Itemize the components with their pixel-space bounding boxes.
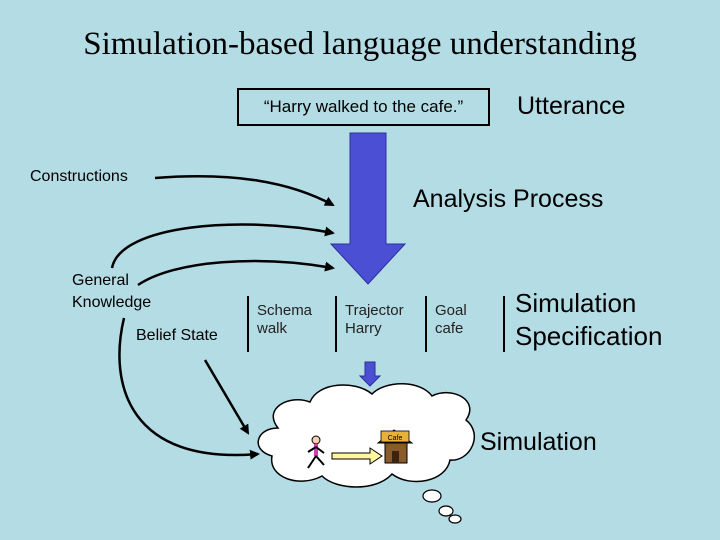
simulation-label: Simulation (480, 428, 597, 456)
knowledge-to-simulation-arrow (118, 317, 260, 460)
constructions-label: Constructions (30, 168, 128, 185)
schema-slot: Schema walk (247, 296, 337, 352)
general-knowledge-label: General Knowledge (72, 272, 152, 311)
utterance-box: “Harry walked to the cafe.” (237, 88, 490, 126)
slot-role: Schema (257, 302, 313, 319)
page-title: Simulation-based language understanding (83, 26, 637, 62)
slot-value: cafe (435, 320, 464, 337)
cafe-sign (380, 430, 410, 443)
simulation-specification-label: Simulation Specification (515, 288, 663, 351)
slot-value: walk (257, 320, 288, 337)
analysis-arrow (329, 132, 407, 285)
cafe-sign-text: Cafe (388, 435, 403, 442)
spec-to-simulation-arrow (358, 361, 382, 387)
simulation-cloud (257, 383, 476, 488)
analysis-process-label: Analysis Process (413, 185, 604, 213)
cafe-building-icon: Cafe (376, 429, 414, 464)
path-arrow (331, 447, 383, 465)
cloud-bubble (438, 505, 454, 517)
knowledge-to-analysis-arrow (110, 223, 335, 269)
slot-role: Trajector (345, 302, 404, 319)
walking-person-icon (307, 435, 325, 469)
slot-value: Harry (345, 320, 382, 337)
belief-state-to-simulation-arrow (203, 359, 250, 435)
cloud-bubble (422, 489, 442, 503)
belief-state-label: Belief State (136, 327, 218, 344)
utterance-label: Utterance (517, 92, 626, 120)
slot-role: Goal (435, 302, 467, 319)
constructions-arrow (154, 175, 335, 207)
knowledge-to-specification-arrow (137, 259, 335, 287)
goal-slot: Goal cafe (427, 296, 505, 352)
cloud-bubble (448, 514, 462, 524)
trajector-slot: Trajector Harry (337, 296, 427, 352)
